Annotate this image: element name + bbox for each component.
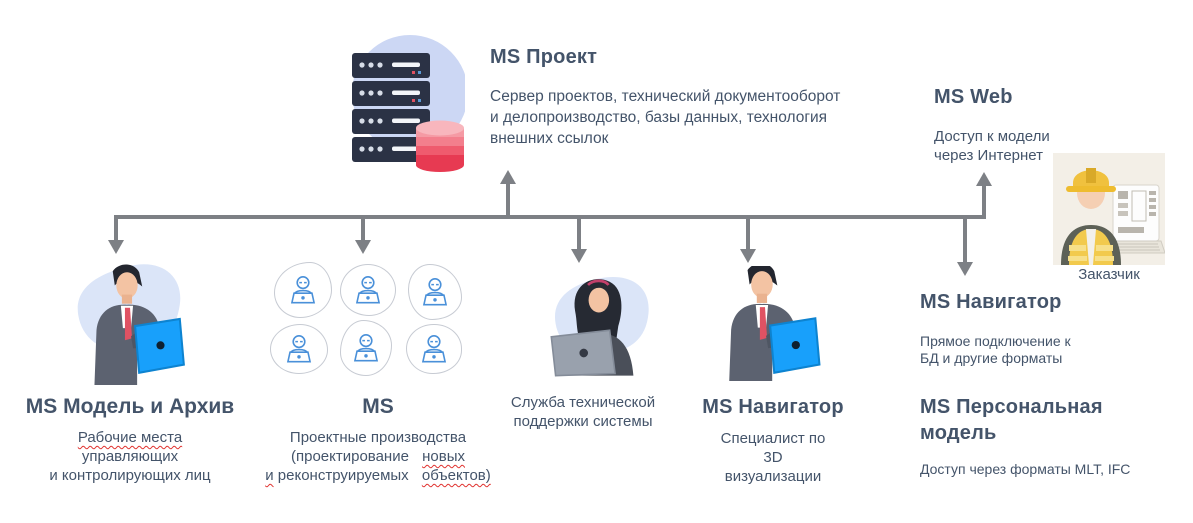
- design-offices-line: (проектирование новых: [290, 448, 465, 465]
- support-line: Служба технической: [510, 394, 656, 411]
- model-archive-line: управляющих: [81, 448, 179, 465]
- web-node-title: MS Web: [934, 86, 1013, 108]
- server-desc-line: и делопроизводство, базы данных, техноло…: [490, 109, 828, 126]
- businessman-laptop-icon: [64, 258, 194, 387]
- model-archive-title: MS Модель и Архив: [25, 395, 235, 418]
- navigator-line: визуализации: [724, 468, 822, 485]
- server-rack-database-icon: [340, 28, 468, 173]
- web-desc-line: через Интернет: [934, 147, 1044, 164]
- navigator-line: Специалист по: [720, 430, 826, 447]
- navigator-db-description: Прямое подключение к БД и другие форматы: [920, 333, 1071, 367]
- arrowhead-up-web: [976, 172, 992, 186]
- misspelled-text: новых: [422, 448, 465, 465]
- connector-down-navigator: [746, 217, 750, 250]
- navigator-line: 3D: [763, 449, 783, 466]
- support-line: поддержки системы: [513, 413, 653, 430]
- user-blob: [406, 324, 462, 374]
- server-node-description: Сервер проектов, технический документооб…: [490, 86, 890, 149]
- model-archive-description: Рабочие места управляющих и контролирующ…: [10, 428, 250, 485]
- six-users-at-laptops-icon: [268, 258, 468, 378]
- model-archive-line: Рабочие места: [10, 428, 250, 447]
- design-offices-line: и реконструируемых объектов): [265, 467, 491, 484]
- arrowhead-down-navigator-db: [957, 262, 973, 276]
- connector-down-navigator-db: [963, 217, 967, 263]
- connector-up-server: [506, 184, 510, 217]
- design-offices-line: Проектные производства: [289, 429, 467, 446]
- user-blob: [270, 324, 328, 374]
- user-blob: [274, 262, 332, 318]
- arrowhead-down-model-archive: [108, 240, 124, 254]
- connector-main-line: [114, 215, 986, 219]
- arrowhead-down-support: [571, 249, 587, 263]
- navigator-title: MS Навигатор: [702, 396, 844, 418]
- misspelled-text: Рабочие места: [77, 429, 183, 446]
- web-node-description: Доступ к модели через Интернет: [934, 127, 1050, 165]
- personal-model-title: MS Персональная модель: [920, 396, 1103, 444]
- user-blob: [408, 264, 462, 320]
- construction-worker-laptop-icon: [1053, 153, 1166, 265]
- connector-down-design-offices: [361, 217, 365, 241]
- design-offices-description: Проектные производства (проектирование н…: [250, 428, 506, 485]
- support-woman-laptop-icon: [536, 272, 666, 380]
- user-blob: [340, 264, 396, 316]
- server-desc-line: Сервер проектов, технический документооб…: [490, 88, 841, 105]
- personal-model-description: Доступ через форматы MLT, IFC: [920, 461, 1131, 477]
- misspelled-text: и: [265, 467, 274, 484]
- arrowhead-down-design-offices: [355, 240, 371, 254]
- support-description: Служба технической поддержки системы: [493, 393, 673, 431]
- web-desc-line: Доступ к модели: [934, 128, 1050, 145]
- connector-down-support: [577, 217, 581, 250]
- model-archive-line: и контролирующих лиц: [49, 467, 211, 484]
- server-node-title: MS Проект: [490, 46, 598, 68]
- server-desc-line: внешних ссылок: [490, 130, 609, 147]
- navigator-db-line: БД и другие форматы: [920, 350, 1063, 366]
- connector-up-web: [982, 186, 986, 217]
- user-blob: [340, 320, 392, 376]
- arrowhead-down-navigator: [740, 249, 756, 263]
- design-offices-title: MS: [362, 395, 394, 418]
- navigator-db-title: MS Навигатор: [920, 291, 1062, 313]
- businessman-laptop-icon: [702, 262, 827, 387]
- misspelled-text: объектов): [421, 467, 491, 484]
- connector-down-model-archive: [114, 217, 118, 241]
- navigator-db-line: Прямое подключение к: [920, 333, 1071, 349]
- arrowhead-up-server: [500, 170, 516, 184]
- customer-label: Заказчик: [1078, 266, 1140, 283]
- navigator-description: Специалист по 3D визуализации: [688, 429, 858, 486]
